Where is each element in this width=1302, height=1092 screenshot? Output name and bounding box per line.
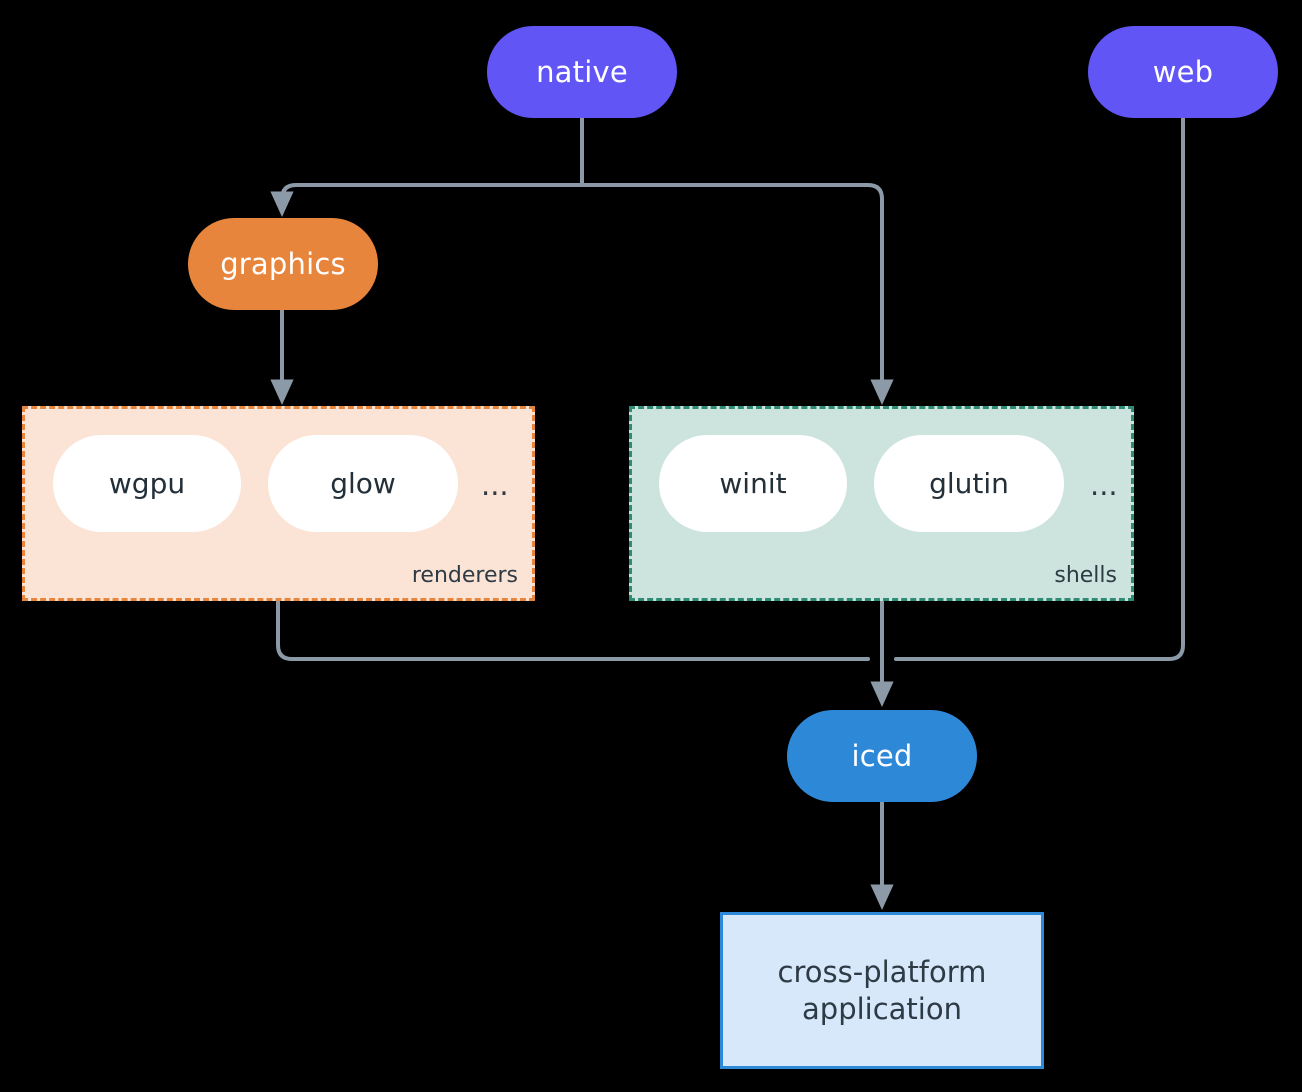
node-native-label: native (536, 54, 628, 89)
cluster-shells[interactable]: winit glutin ... shells (629, 406, 1134, 601)
node-web-label: web (1152, 54, 1214, 89)
edge-native-shells (580, 183, 894, 405)
cluster-renderers-label: renderers (411, 563, 518, 588)
renderers-overflow-ellipsis: ... (481, 468, 509, 502)
cluster-item-winit[interactable]: winit (659, 435, 847, 532)
node-iced[interactable]: iced (787, 710, 977, 802)
cluster-item-wgpu[interactable]: wgpu (53, 435, 241, 532)
node-iced-label: iced (851, 738, 913, 773)
node-cross-platform-application[interactable]: cross-platform application (720, 912, 1044, 1069)
cluster-renderers[interactable]: wgpu glow ... renderers (22, 406, 535, 601)
edge-native-graphics (270, 183, 584, 217)
cluster-shells-label: shells (1054, 563, 1117, 588)
node-graphics[interactable]: graphics (188, 218, 378, 310)
cluster-item-glow[interactable]: glow (268, 435, 458, 532)
node-graphics-label: graphics (220, 246, 346, 281)
cluster-item-glutin[interactable]: glutin (874, 435, 1064, 532)
application-label-line1: cross-platform (777, 955, 987, 990)
shells-overflow-ellipsis: ... (1090, 468, 1118, 502)
cluster-item-glutin-label: glutin (929, 467, 1009, 500)
edge-renderers-iced (276, 599, 870, 661)
node-native[interactable]: native (487, 26, 677, 118)
node-web[interactable]: web (1088, 26, 1278, 118)
application-label-line2: application (802, 991, 962, 1026)
cluster-item-glow-label: glow (330, 467, 396, 500)
cluster-item-winit-label: winit (719, 467, 787, 500)
cluster-item-wgpu-label: wgpu (108, 467, 186, 500)
